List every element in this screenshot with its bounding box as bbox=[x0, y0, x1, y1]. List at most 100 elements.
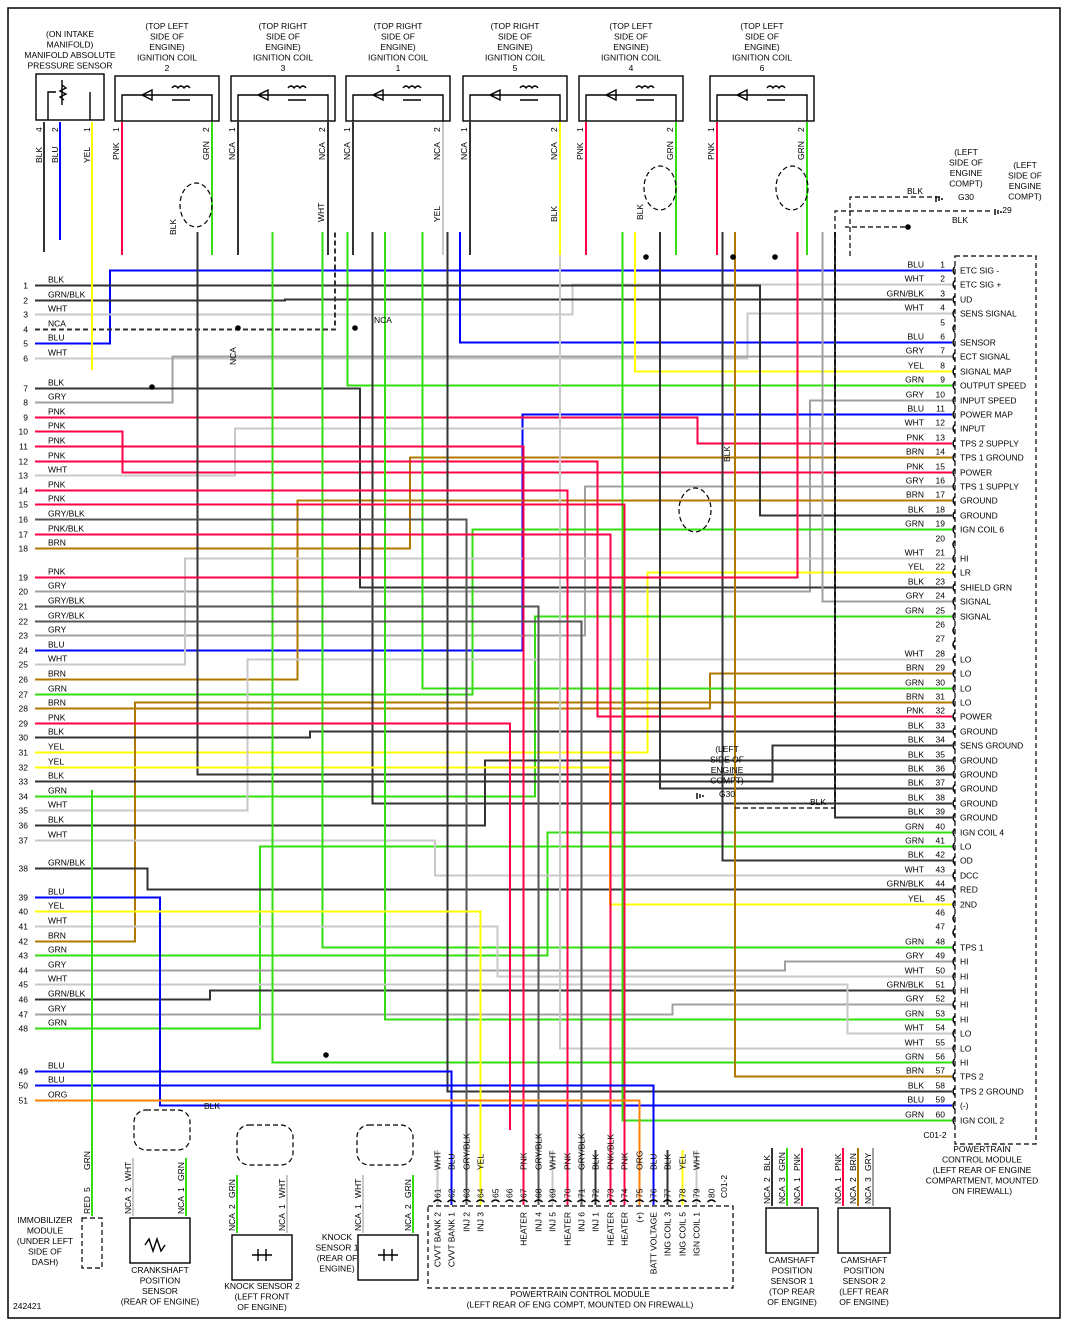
components-layer bbox=[35, 73, 1037, 1289]
pin-function-label: HEATER bbox=[519, 1212, 529, 1246]
wire-color-label: ORG bbox=[635, 1151, 645, 1170]
pcm-label: (LEFT REAR OF ENG COMPT, MOUNTED ON FIRE… bbox=[467, 1300, 694, 1310]
figure-id: 242421 bbox=[13, 1301, 42, 1311]
pin-terminal bbox=[952, 626, 956, 635]
wire-color-label: BLK bbox=[722, 446, 732, 462]
pin-number: 22 bbox=[936, 562, 946, 572]
ignition-coil-label: ENGINE) bbox=[380, 42, 416, 52]
wire-number: 44 bbox=[19, 966, 29, 976]
pin-function-label: LO bbox=[960, 1029, 972, 1039]
pin-terminal bbox=[952, 986, 956, 995]
pin-number: 1 bbox=[353, 1204, 363, 1209]
knock-sensor-1-label: SENSOR 1 bbox=[316, 1243, 359, 1253]
pin-function-label: INJ 6 bbox=[577, 1212, 587, 1232]
camshaft-sensor-1-label: CAMSHAFT bbox=[769, 1255, 816, 1265]
wire-color-label: WHT bbox=[905, 274, 924, 284]
pin-function-label: ECT SIGNAL bbox=[960, 352, 1011, 362]
ignition-coil-label: ENGINE) bbox=[149, 42, 185, 52]
wire-color-label: ORG bbox=[48, 1090, 67, 1100]
ground-location-label: (LEFT bbox=[1013, 160, 1037, 170]
wire-color-label: BRN bbox=[848, 1153, 858, 1171]
wire-number: 33 bbox=[19, 777, 29, 787]
pin-terminal bbox=[606, 1199, 615, 1203]
pin-function-label: GROUND bbox=[960, 813, 998, 823]
wire-color-label: BLK bbox=[34, 147, 44, 163]
pin-tag-label: NCA bbox=[227, 1213, 237, 1231]
wire-number: 43 bbox=[19, 951, 29, 961]
pin-terminal bbox=[952, 784, 956, 793]
wire-color-label: GRY bbox=[48, 392, 67, 402]
ignition-coil-label: IGNITION COIL bbox=[485, 53, 545, 63]
pin-terminal bbox=[476, 1199, 485, 1203]
pin-tag-label: NCA bbox=[176, 1196, 186, 1214]
pin-number: 3 bbox=[940, 289, 945, 299]
pin-tag-label: NCA bbox=[277, 1213, 287, 1231]
pin-function-label: IGN COIL 2 bbox=[960, 1116, 1004, 1126]
splice-dot bbox=[730, 254, 736, 260]
pin-terminal bbox=[491, 1199, 500, 1203]
pin-terminal bbox=[952, 799, 956, 808]
knock-sensor-2-body bbox=[231, 1234, 293, 1281]
pin-function-label: ETC SIG - bbox=[960, 266, 999, 276]
pin-function-label: (+) bbox=[635, 1212, 645, 1223]
wire-pcm-8 bbox=[634, 232, 952, 373]
pin-number: 2 bbox=[848, 1177, 858, 1182]
wire-left-21-to-pcm-68 bbox=[35, 605, 540, 1205]
pin-terminal bbox=[952, 813, 956, 822]
wire-color-label: GRN/BLK bbox=[887, 980, 925, 990]
ground-location-label: ENGINE bbox=[1009, 181, 1042, 191]
pin-function-label: GROUND bbox=[960, 727, 998, 737]
wire-number: 4 bbox=[23, 325, 28, 335]
wire-color-label: BLK bbox=[908, 793, 924, 803]
ignition-coil-label: (TOP RIGHT bbox=[491, 21, 540, 31]
wire-color-label: WHT bbox=[48, 830, 67, 840]
pin-function-label: INJ 1 bbox=[591, 1212, 601, 1232]
pin-number: 57 bbox=[936, 1066, 946, 1076]
wire-color-label: PNK bbox=[563, 1152, 573, 1170]
ignition-coil-label: IGNITION COIL bbox=[253, 53, 313, 63]
wire-number: 32 bbox=[19, 763, 29, 773]
crankshaft-sensor-label: SENSOR bbox=[142, 1286, 178, 1296]
pin-number: 2 bbox=[762, 1177, 772, 1182]
wire-color-label: WHT bbox=[905, 649, 924, 659]
immobilizer-label: DASH) bbox=[32, 1257, 59, 1267]
map-sensor-label: PRESSURE SENSOR bbox=[27, 61, 112, 71]
pin-number: 64 bbox=[476, 1188, 486, 1198]
wire-number: 39 bbox=[19, 893, 29, 903]
pin-terminal bbox=[952, 295, 956, 304]
wire-color-label: BLK bbox=[907, 186, 923, 196]
pin-terminal bbox=[519, 1199, 528, 1203]
pin-function-label: INJ 5 bbox=[548, 1212, 558, 1232]
wire-color-label: PNK bbox=[48, 713, 66, 723]
wire-number: 8 bbox=[23, 398, 28, 408]
wire-color-label: YEL bbox=[908, 361, 924, 371]
wire-color-label: GRY bbox=[48, 960, 67, 970]
wire-number: 9 bbox=[23, 413, 28, 423]
wire-left-23-to-pcm-16 bbox=[35, 485, 952, 637]
camshaft-sensor-1-label: (TOP REAR bbox=[769, 1287, 815, 1297]
wire-color-label: BRN bbox=[906, 692, 924, 702]
pin-tag-label: NCA bbox=[792, 1186, 802, 1204]
pin-terminal bbox=[952, 1058, 956, 1067]
wire-left-25-to-pcm-21 bbox=[35, 557, 952, 666]
wire-pcm-55 bbox=[559, 232, 952, 1050]
wire-pcm-30 bbox=[421, 232, 952, 690]
ignition-coil-label: (TOP RIGHT bbox=[374, 21, 423, 31]
camshaft-sensor-2-label: POSITION bbox=[844, 1266, 885, 1276]
wire-color-label: PNK bbox=[48, 451, 66, 461]
pcm-right-connector bbox=[954, 255, 1037, 1145]
wire-pcm-60 bbox=[621, 232, 952, 1122]
splice-dot bbox=[149, 384, 155, 390]
wire-left-31-to-pcm-22 bbox=[35, 571, 952, 754]
wire-color-label: YEL bbox=[908, 894, 924, 904]
pin-terminal bbox=[952, 338, 956, 347]
pin-terminal bbox=[663, 1199, 672, 1203]
pin-terminal bbox=[952, 669, 956, 678]
wire-left-35-to-pcm-28 bbox=[35, 658, 952, 812]
wire-color-label: BLK bbox=[908, 778, 924, 788]
pin-terminal bbox=[952, 914, 956, 923]
wire-color-label: YEL bbox=[48, 742, 64, 752]
pin-number: 34 bbox=[936, 735, 946, 745]
pin-terminal bbox=[505, 1199, 514, 1203]
